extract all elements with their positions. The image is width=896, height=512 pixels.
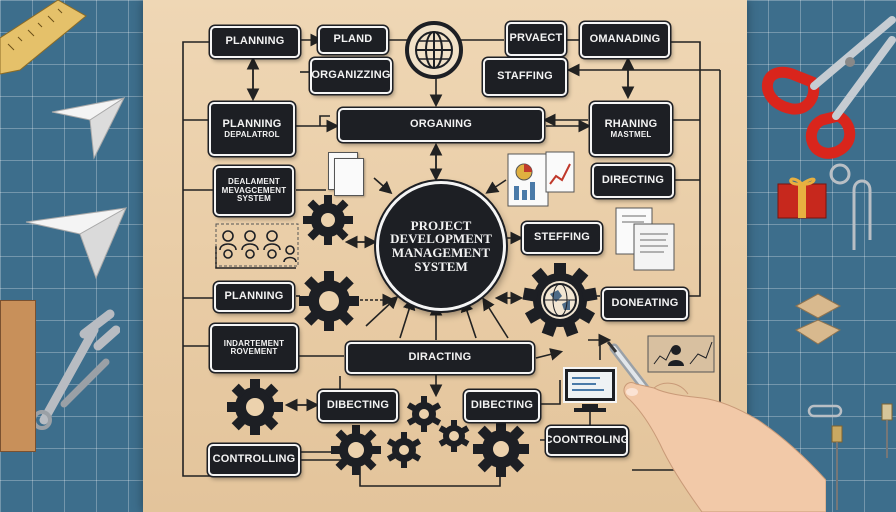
- hand-with-pen: [606, 341, 826, 512]
- node-label: CONTROLLING: [212, 453, 296, 466]
- node-indartement-rovement[interactable]: INDARTEMENT ROVEMENT: [210, 324, 298, 372]
- node-donetting[interactable]: DONEATING: [602, 288, 688, 320]
- node-dibecting[interactable]: DIBECTING: [318, 390, 398, 422]
- gift-box-icon: [777, 177, 827, 219]
- paper-plane-icon: [25, 206, 128, 280]
- node-pland[interactable]: PLAND: [318, 26, 388, 54]
- node-label: DIBECTING: [326, 399, 390, 412]
- paperclip-icon: [829, 163, 872, 250]
- hub-line: SYSTEM: [414, 258, 468, 274]
- hub-line: DEVELOPMENT: [390, 231, 492, 247]
- node-label: PLANNING: [222, 118, 282, 131]
- node-label: ORGANING: [409, 118, 473, 131]
- node-sublabel: MASTMEL: [610, 129, 652, 139]
- node-label: ORGANIZZING: [311, 69, 391, 82]
- node-organizing[interactable]: ORGANIZZING: [310, 58, 392, 94]
- node-label: STAFFING: [497, 70, 553, 83]
- paper-plane-icon: [51, 96, 126, 160]
- gear-icon: [386, 432, 422, 468]
- node-label: PLAND: [333, 33, 373, 46]
- center-hub-project-development-management-system[interactable]: PROJECT DEVELOPMENT MANAGEMENT SYSTEM: [376, 181, 506, 311]
- node-label: PLANNING: [224, 290, 284, 303]
- node-sublabel: MEVAGCEMENT: [221, 185, 287, 195]
- node-label: INDARTEMENT: [223, 338, 285, 348]
- node-label: DONEATING: [611, 297, 679, 310]
- gear-icon: [331, 425, 381, 475]
- node-omanading[interactable]: OMANADING: [580, 22, 670, 58]
- node-sublabel: SYSTEM: [236, 194, 272, 204]
- node-label: PRVAECT: [509, 32, 563, 45]
- node-sublabel: DEPALATROL: [224, 129, 280, 139]
- gear-icon: [406, 396, 442, 432]
- cardboard-box: [0, 300, 36, 452]
- gear-icon: [438, 420, 470, 452]
- node-diracting[interactable]: DIRACTING: [346, 342, 534, 374]
- gear-icon: [227, 379, 283, 435]
- node-dealament-system[interactable]: DEALAMENT MEVAGCEMENT SYSTEM: [214, 166, 294, 216]
- people-icon: [215, 223, 299, 267]
- chart-icon: [507, 151, 575, 207]
- node-directing-right[interactable]: DIRECTING: [592, 164, 674, 198]
- node-planning-dept[interactable]: PLANNING DEPALATROL: [209, 102, 295, 156]
- node-steffing[interactable]: STEFFING: [522, 222, 602, 254]
- pin-icon: [881, 403, 893, 458]
- node-label: PLANNING: [225, 35, 285, 48]
- node-label: RHANING: [604, 118, 658, 131]
- node-label: COONTROLING: [546, 434, 628, 447]
- node-label: DIRECTING: [601, 174, 665, 187]
- person-icon: [647, 335, 715, 373]
- node-sublabel: ROVEMENT: [230, 347, 278, 356]
- node-rhaning[interactable]: RHANING MASTMEL: [590, 102, 672, 156]
- world-map-icon: [543, 283, 577, 317]
- hub-line: MANAGEMENT: [391, 245, 491, 260]
- node-coontroling[interactable]: COONTROLING: [546, 426, 628, 456]
- pin-icon: [831, 425, 843, 510]
- node-label: DEALAMENT: [227, 177, 281, 187]
- node-organing[interactable]: ORGANING: [338, 108, 544, 142]
- node-prvect[interactable]: PRVAECT: [506, 22, 566, 56]
- gear-icon: [303, 195, 353, 245]
- paperclip-icon: [807, 404, 843, 418]
- node-controlling-left[interactable]: CONTROLLING: [208, 444, 300, 476]
- node-planning-left[interactable]: PLANNING: [214, 282, 294, 312]
- wrench-icon: [32, 309, 120, 430]
- puzzle-piece-icon: [794, 293, 842, 345]
- node-staffing-top[interactable]: STAFFING: [483, 58, 567, 96]
- monitor-icon: [563, 367, 617, 412]
- ruler-icon: [0, 0, 87, 75]
- gear-icon: [299, 271, 359, 331]
- document-icon: [334, 158, 364, 196]
- node-label: DIRACTING: [408, 351, 472, 364]
- scissors-icon: [762, 16, 896, 159]
- node-label: DIBECTING: [470, 399, 534, 412]
- hub-line: PROJECT: [410, 217, 472, 233]
- globe-icon: [405, 21, 463, 79]
- gear-icon: [473, 421, 529, 477]
- node-planning-top[interactable]: PLANNING: [210, 26, 300, 58]
- node-label: STEFFING: [534, 231, 590, 244]
- document-stack-icon: [615, 207, 675, 271]
- node-label: OMANADING: [589, 33, 661, 46]
- node-dibecting-right[interactable]: DIBECTING: [464, 390, 540, 422]
